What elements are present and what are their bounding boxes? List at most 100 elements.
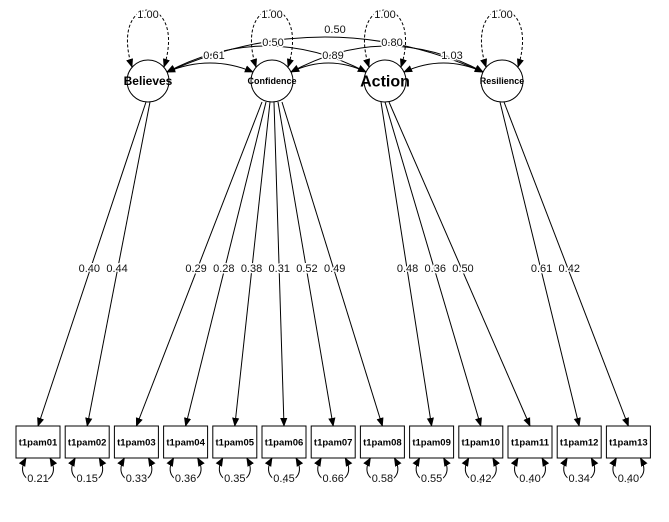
observed-label-t1pam07: t1pam07 (314, 438, 353, 449)
variance-label-confidence: 1.00 (261, 9, 282, 21)
residual-loop-t1pam05 (215, 457, 254, 483)
residual-loop-t1pam10 (461, 457, 500, 483)
observed-box-t1pam02 (64, 425, 110, 459)
loading-label-t1pam02: 0.44 (106, 263, 127, 275)
residual-label-t1pam10: 0.42 (470, 473, 491, 485)
variance-loops (18, 9, 648, 483)
loading-label-t1pam09: 0.48 (397, 263, 418, 275)
covariance-label-confidence-action: 0.89 (322, 50, 343, 62)
loading-label-t1pam10: 0.36 (425, 263, 446, 275)
loading-label-t1pam12: 0.61 (531, 263, 552, 275)
residual-loop-t1pam06 (264, 457, 304, 483)
residual-loop-t1pam07 (314, 457, 353, 483)
latent-node-resilience (480, 59, 524, 103)
observed-label-t1pam08: t1pam08 (363, 438, 402, 449)
loading-label-t1pam11: 0.50 (452, 263, 473, 275)
residual-label-t1pam03: 0.33 (126, 473, 147, 485)
variance-loop-believes (126, 9, 170, 68)
observed-label-t1pam04: t1pam04 (166, 438, 205, 449)
loading-arrow-t1pam13 (503, 101, 629, 427)
variance-loop-confidence (250, 9, 294, 68)
residual-label-t1pam02: 0.15 (76, 473, 97, 485)
loading-label-t1pam01: 0.40 (79, 263, 100, 275)
covariance-arc-action-resilience (403, 62, 484, 73)
observed-box-t1pam06 (261, 425, 307, 459)
residual-loop-t1pam08 (363, 457, 402, 483)
covariance-arc-believes-confidence (166, 62, 254, 73)
residual-loop-t1pam03 (117, 457, 156, 483)
latent-node-action (363, 59, 407, 103)
variance-label-believes: 1.00 (137, 9, 158, 21)
observed-box-t1pam12 (556, 425, 602, 459)
covariance-label-believes-confidence: 0.61 (203, 50, 224, 62)
latent-label-resilience: Resilience (480, 76, 525, 86)
residual-loop-t1pam09 (412, 457, 451, 483)
covariance-arc-believes-action (166, 45, 367, 73)
residual-label-t1pam01: 0.21 (27, 473, 48, 485)
loading-label-t1pam13: 0.42 (559, 263, 580, 275)
nodes (15, 59, 651, 459)
covariance-label-believes-resilience: 0.50 (324, 24, 345, 36)
covariance-arc-confidence-resilience (290, 45, 484, 73)
observed-label-t1pam10: t1pam10 (462, 438, 501, 449)
loading-arrow-t1pam03 (135, 101, 263, 427)
observed-box-t1pam03 (113, 425, 159, 459)
loading-arrow-t1pam10 (384, 101, 482, 427)
covariance-label-action-resilience: 1.03 (441, 50, 462, 62)
loading-label-t1pam07: 0.52 (296, 263, 317, 275)
observed-box-t1pam09 (409, 425, 455, 459)
residual-label-t1pam05: 0.35 (224, 473, 245, 485)
observed-label-t1pam02: t1pam02 (68, 438, 107, 449)
observed-label-t1pam12: t1pam12 (560, 438, 599, 449)
covariance-label-believes-action: 0.50 (262, 37, 283, 49)
variance-label-resilience: 1.00 (491, 9, 512, 21)
loading-arrow-t1pam05 (232, 101, 271, 427)
observed-box-t1pam04 (163, 425, 209, 459)
latent-label-believes: Believes (124, 74, 173, 88)
residual-label-t1pam11: 0.40 (519, 473, 540, 485)
loading-label-t1pam06: 0.31 (269, 263, 290, 275)
latent-label-action: Action (360, 74, 410, 91)
loading-arrow-t1pam04 (184, 101, 267, 427)
variance-label-action: 1.00 (374, 9, 395, 21)
residual-loop-t1pam11 (510, 457, 550, 483)
observed-label-t1pam09: t1pam09 (412, 438, 451, 449)
loading-arrow-t1pam12 (499, 101, 581, 427)
latent-node-believes (126, 59, 170, 103)
residual-label-t1pam06: 0.45 (273, 473, 294, 485)
residual-label-t1pam09: 0.55 (421, 473, 442, 485)
loading-arrow-t1pam07 (277, 101, 336, 427)
variance-loop-action (363, 9, 407, 68)
observed-box-t1pam10 (458, 425, 504, 459)
loading-arrow-t1pam11 (388, 101, 531, 427)
loading-arrows (37, 101, 629, 427)
labels: 1.00 1.00 1.00 1.00 0.61 0.50 0.50 0.89 0.80 1.03… (19, 8, 648, 487)
residual-label-t1pam12: 0.34 (568, 473, 589, 485)
observed-box-t1pam05 (212, 425, 258, 459)
observed-label-t1pam03: t1pam03 (117, 438, 156, 449)
latent-label-confidence: Confidence (247, 76, 296, 86)
covariance-arcs (166, 36, 484, 73)
observed-box-t1pam13 (605, 425, 651, 459)
loading-arrow-t1pam09 (380, 101, 434, 427)
residual-loop-t1pam13 (609, 457, 648, 483)
covariance-arc-believes-resilience (166, 36, 484, 73)
loading-arrow-t1pam02 (85, 101, 151, 427)
observed-label-t1pam05: t1pam05 (216, 438, 255, 449)
loading-arrow-t1pam08 (281, 101, 384, 427)
variance-loop-resilience (480, 9, 524, 68)
observed-label-t1pam11: t1pam11 (511, 438, 550, 449)
loading-label-t1pam08: 0.49 (324, 263, 345, 275)
residual-label-t1pam04: 0.36 (175, 473, 196, 485)
observed-label-t1pam13: t1pam13 (609, 438, 648, 449)
latent-node-confidence (250, 59, 294, 103)
observed-box-t1pam01 (15, 425, 61, 459)
covariance-label-confidence-resilience: 0.80 (381, 37, 402, 49)
observed-label-t1pam06: t1pam06 (265, 438, 304, 449)
residual-loop-t1pam12 (560, 457, 599, 483)
loading-label-t1pam05: 0.38 (241, 263, 262, 275)
residual-loop-t1pam04 (166, 457, 205, 483)
residual-label-t1pam08: 0.58 (372, 473, 393, 485)
loading-label-t1pam03: 0.29 (185, 263, 206, 275)
